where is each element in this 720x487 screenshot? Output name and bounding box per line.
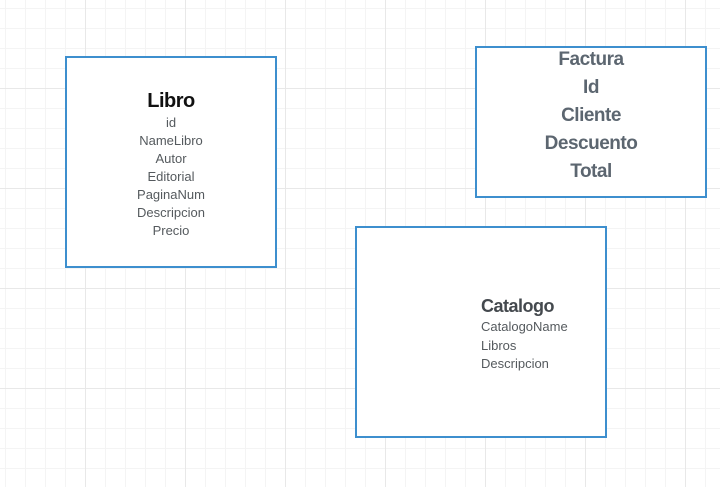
entity-field: Id xyxy=(583,77,599,98)
entity-field: Autor xyxy=(155,151,187,166)
entity-box-catalogo[interactable]: Catalogo CatalogoName Libros Descripcion xyxy=(355,226,607,438)
entity-title-factura: Factura xyxy=(558,49,624,70)
entity-field: Cliente xyxy=(561,105,621,126)
entity-field: Total xyxy=(570,161,612,182)
entity-field: Descripcion xyxy=(137,205,205,220)
entity-content-factura: Factura Id Cliente Descuento Total xyxy=(477,46,705,186)
entity-title-libro: Libro xyxy=(147,90,195,112)
entity-title-catalogo: Catalogo xyxy=(481,296,555,316)
entity-content-catalogo: Catalogo CatalogoName Libros Descripcion xyxy=(481,294,568,374)
entity-field: Precio xyxy=(152,223,190,238)
entity-field: PaginaNum xyxy=(137,187,205,202)
entity-field: Descripcion xyxy=(481,356,549,371)
entity-box-libro[interactable]: Libro id NameLibro Autor Editorial Pagin… xyxy=(65,56,277,268)
entity-field: Descuento xyxy=(544,133,638,154)
entity-field: Libros xyxy=(481,337,517,353)
entity-field: Editorial xyxy=(147,169,195,184)
entity-content-libro: Libro id NameLibro Autor Editorial Pagin… xyxy=(67,88,275,240)
entity-field: id xyxy=(165,115,177,130)
entity-box-factura[interactable]: Factura Id Cliente Descuento Total xyxy=(475,46,707,198)
entity-field: NameLibro xyxy=(139,133,203,148)
entity-field: CatalogoName xyxy=(481,319,568,334)
